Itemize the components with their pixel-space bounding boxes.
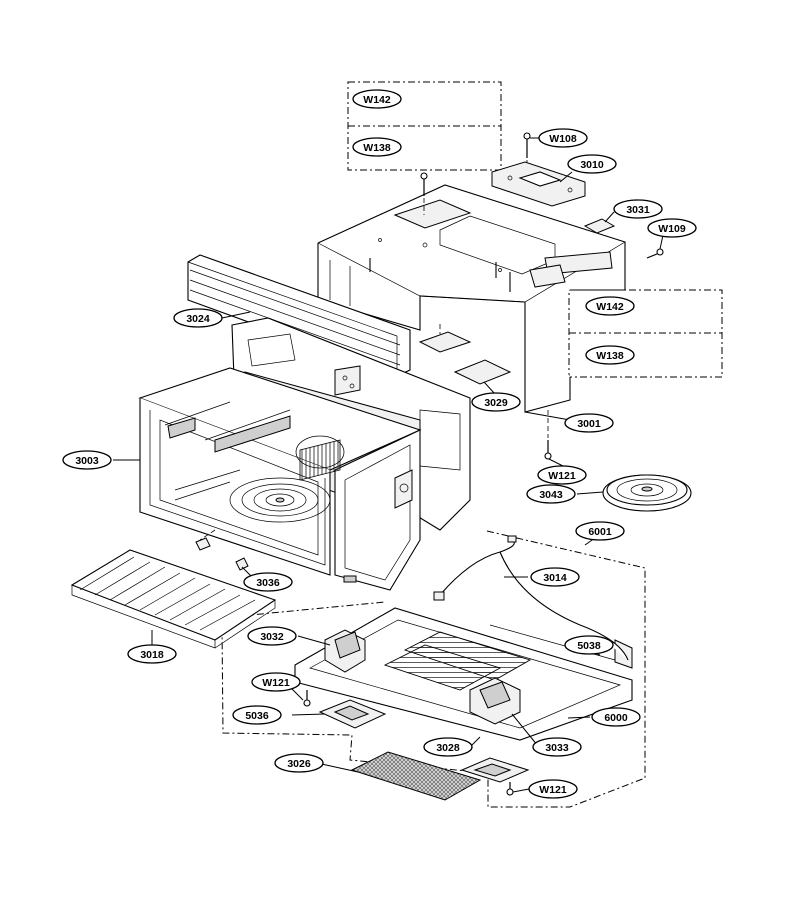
svg-text:6000: 6000: [604, 712, 628, 724]
svg-text:5038: 5038: [577, 640, 601, 652]
svg-text:3032: 3032: [260, 631, 284, 643]
screw-w121-mid: [544, 410, 552, 460]
screw-w121-bottom: [506, 782, 514, 796]
svg-text:3001: 3001: [577, 418, 601, 430]
label-w138-top: W138: [352, 137, 402, 157]
svg-text:3003: 3003: [75, 455, 99, 467]
svg-text:W142: W142: [363, 94, 391, 106]
label-w121-left: W121: [251, 672, 301, 692]
svg-text:3029: 3029: [484, 397, 508, 409]
label-3033: 3033: [532, 737, 582, 757]
label-3028: 3028: [423, 737, 473, 757]
label-w138-mid: W138: [585, 345, 635, 365]
svg-text:3031: 3031: [626, 204, 650, 216]
kit-box-top: [347, 81, 502, 171]
label-w142-mid: W142: [585, 296, 635, 316]
label-3026: 3026: [274, 753, 324, 773]
label-5036: 5036: [232, 705, 282, 725]
svg-text:3018: 3018: [140, 649, 164, 661]
bracket-3010: [491, 161, 586, 207]
bracket-3029: [418, 324, 512, 385]
svg-text:W109: W109: [658, 223, 686, 235]
label-3032: 3032: [247, 626, 297, 646]
label-3031: 3031: [613, 199, 663, 219]
label-3014: 3014: [530, 567, 580, 587]
label-3010: 3010: [567, 154, 617, 174]
svg-text:W108: W108: [549, 133, 577, 145]
vent-grille-3024: [187, 254, 411, 377]
screw-top-a: [420, 172, 428, 215]
oven-cavity-3003: [138, 367, 422, 591]
label-3018: 3018: [127, 644, 177, 664]
bracket-3031: [583, 218, 616, 234]
label-3001: 3001: [564, 413, 614, 433]
svg-text:3043: 3043: [539, 489, 563, 501]
svg-text:3028: 3028: [436, 742, 460, 754]
label-3036: 3036: [243, 572, 293, 592]
svg-text:W142: W142: [596, 301, 624, 313]
label-w121-mid: W121: [537, 465, 587, 485]
svg-text:3024: 3024: [186, 313, 210, 325]
label-3024: 3024: [173, 308, 223, 328]
kit-box-right: [568, 289, 723, 378]
svg-text:W138: W138: [596, 350, 624, 362]
svg-text:3036: 3036: [256, 577, 280, 589]
screw-w121-left: [303, 690, 311, 707]
label-6000: 6000: [591, 707, 641, 727]
coupler-3036: [195, 529, 249, 571]
turntable-3043: [602, 474, 692, 512]
label-w108: W108: [538, 128, 588, 148]
label-6001: 6001: [575, 521, 625, 541]
svg-text:W138: W138: [363, 142, 391, 154]
label-w109: W109: [647, 218, 697, 238]
svg-text:5036: 5036: [245, 710, 269, 722]
label-3003: 3003: [62, 450, 112, 470]
svg-text:6001: 6001: [588, 526, 612, 538]
label-w121-bottom: W121: [528, 779, 578, 799]
filter-3026: [350, 751, 482, 801]
label-3029: 3029: [471, 392, 521, 412]
svg-text:W121: W121: [548, 470, 576, 482]
svg-text:3010: 3010: [580, 159, 604, 171]
rack-3018: [70, 549, 277, 649]
svg-text:W121: W121: [539, 784, 567, 796]
screws-top-b: [369, 258, 511, 292]
label-3043: 3043: [526, 484, 576, 504]
screw-w109: [646, 248, 664, 259]
svg-text:3033: 3033: [545, 742, 569, 754]
label-w142-top: W142: [352, 89, 402, 109]
switch-3032: [324, 629, 366, 673]
label-5038: 5038: [564, 635, 614, 655]
bracket-3028: [460, 757, 530, 783]
switch-3033: [469, 677, 521, 725]
svg-text:W121: W121: [262, 677, 290, 689]
svg-text:3014: 3014: [543, 572, 567, 584]
bracket-5036: [318, 699, 387, 729]
svg-text:3026: 3026: [287, 758, 311, 770]
